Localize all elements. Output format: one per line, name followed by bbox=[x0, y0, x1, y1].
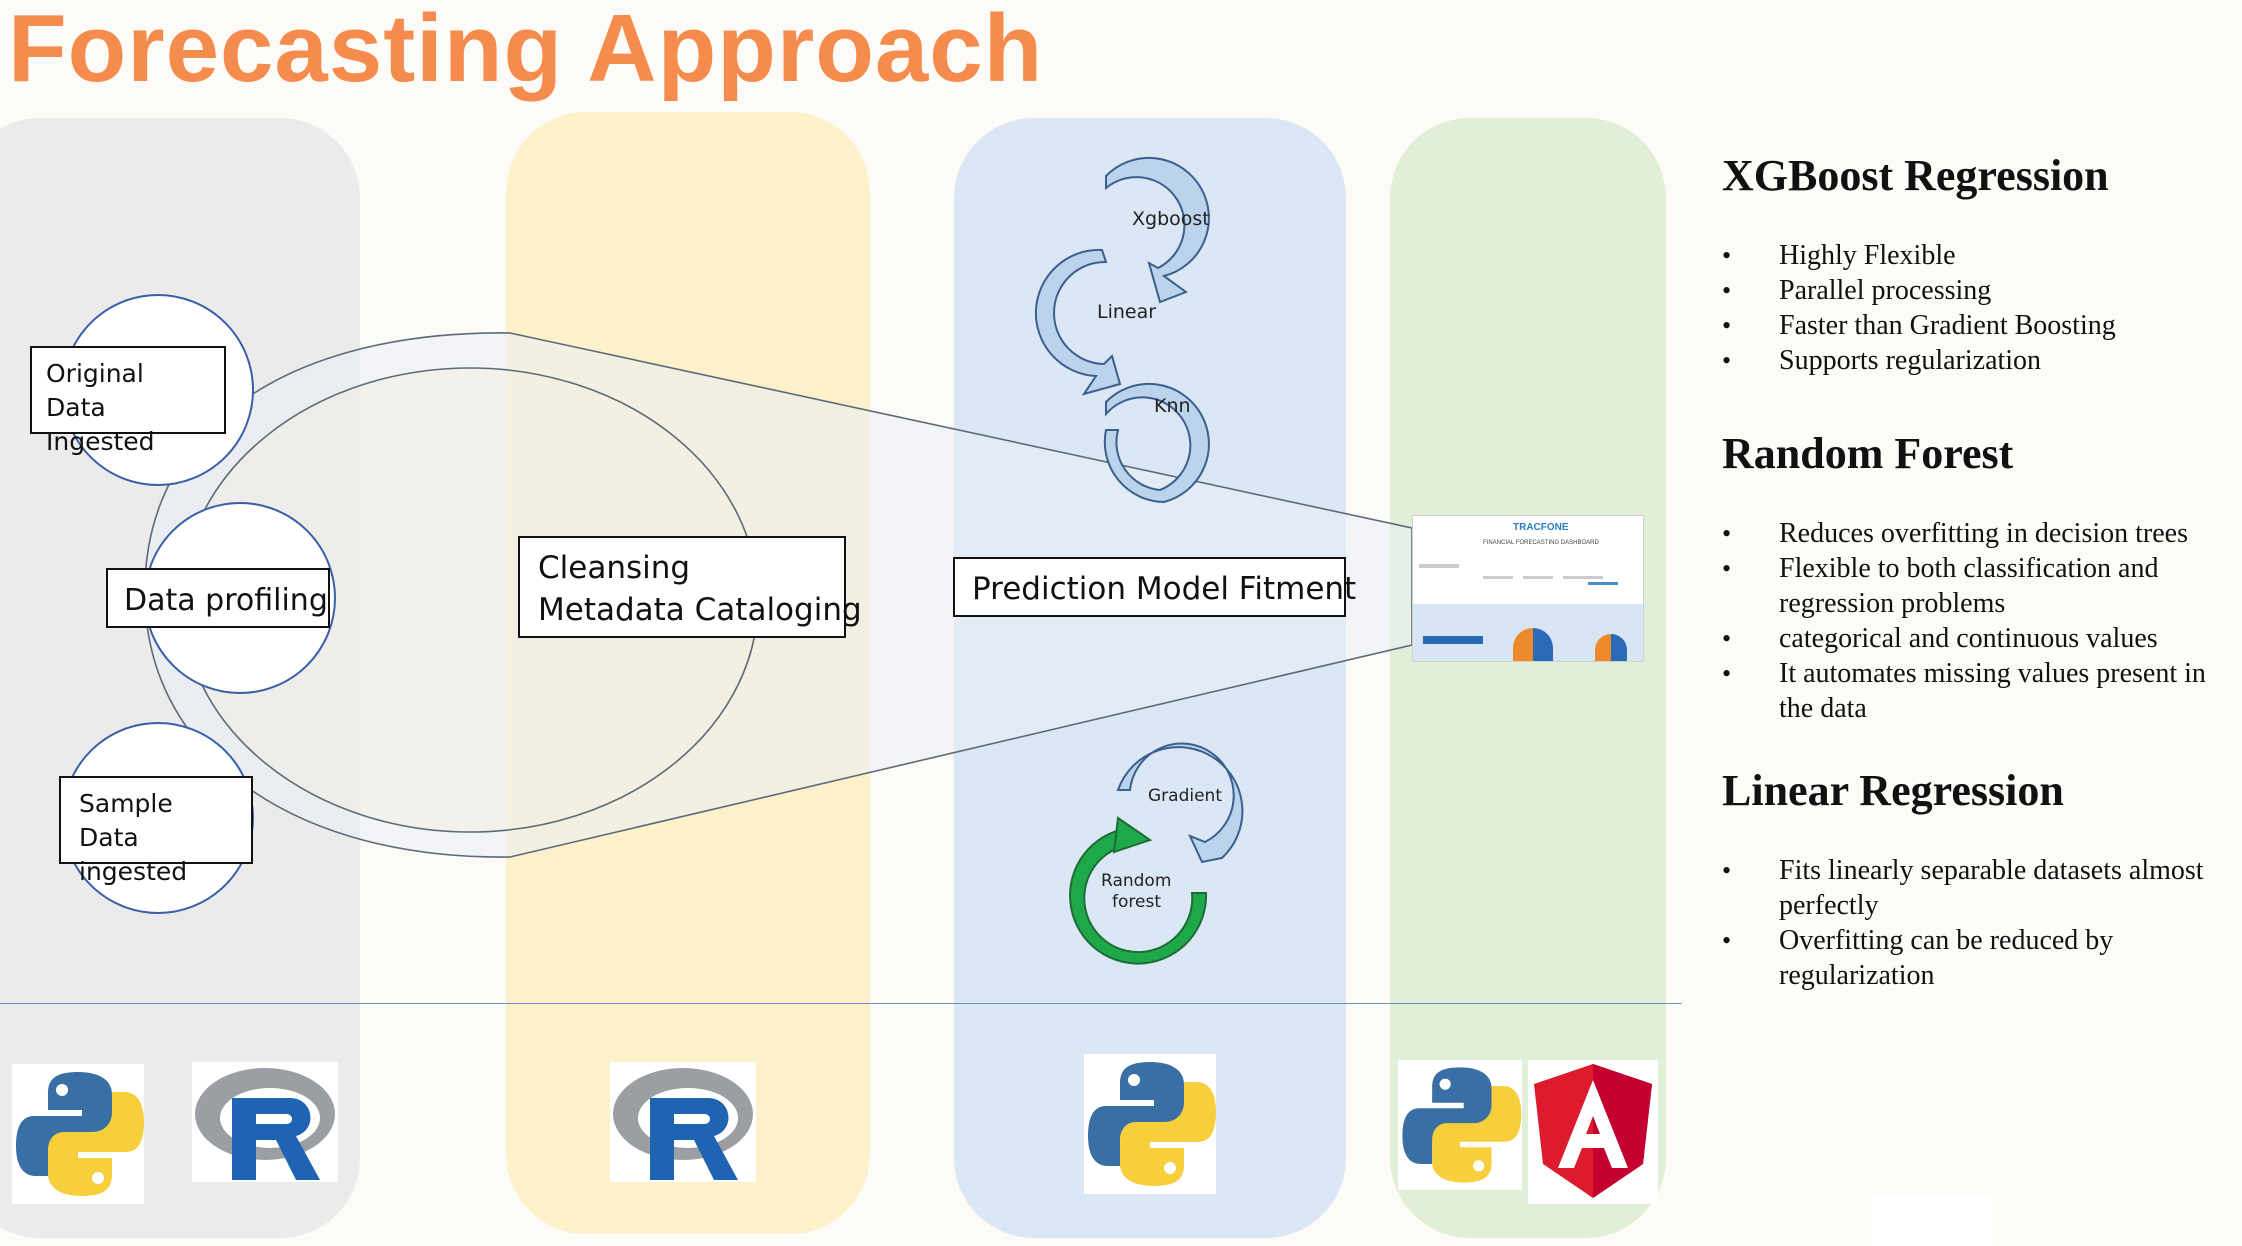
sample-data-text: Sample Data ingested bbox=[79, 789, 188, 886]
cycle-label-knn: Knn bbox=[1154, 395, 1191, 417]
list-xgboost: Highly Flexible Parallel processing Fast… bbox=[1722, 238, 2232, 378]
prediction-model-label: Prediction Model Fitment bbox=[953, 557, 1356, 617]
list-item: Parallel processing bbox=[1722, 273, 2232, 308]
list-item: Fits linearly separable datasets almost … bbox=[1722, 853, 2232, 923]
list-item: Reduces overfitting in decision trees bbox=[1722, 516, 2232, 551]
cleansing-text: Cleansing bbox=[538, 550, 691, 586]
blank-patch bbox=[1872, 1194, 1992, 1246]
angular-logo bbox=[1528, 1060, 1658, 1204]
dashboard-thumbnail: TRACFONE FINANCIAL FORECASTING DASHBOARD bbox=[1412, 515, 1644, 662]
dashboard-graphics bbox=[1413, 564, 1643, 661]
heading-linear-regression: Linear Regression bbox=[1722, 766, 2064, 815]
python-logo bbox=[1084, 1054, 1216, 1194]
list-item: Supports regularization bbox=[1722, 343, 2232, 378]
cycle-label-xgboost: Xgboost bbox=[1132, 208, 1210, 230]
gradient-arrow bbox=[1116, 742, 1244, 864]
list-random-forest: Reduces overfitting in decision trees Fl… bbox=[1722, 516, 2232, 726]
metadata-cataloging-text: Metadata Cataloging bbox=[538, 591, 862, 628]
list-item: Highly Flexible bbox=[1722, 238, 2232, 273]
list-linear-regression: Fits linearly separable datasets almost … bbox=[1722, 853, 2232, 993]
list-item: Overfitting can be reduced by regulariza… bbox=[1722, 923, 2232, 993]
cycle-label-gradient: Gradient bbox=[1148, 786, 1222, 806]
model-cycle-top bbox=[1035, 156, 1210, 504]
cycle-label-forest: forest bbox=[1112, 892, 1161, 912]
divider-line bbox=[0, 1003, 1682, 1004]
sample-data-label: Sample Data ingested bbox=[59, 776, 253, 886]
list-item: It automates missing values present in t… bbox=[1722, 656, 2232, 726]
python-logo bbox=[12, 1064, 144, 1204]
dashboard-brand: TRACFONE bbox=[1513, 522, 1569, 533]
data-profiling-text: Data profiling bbox=[124, 583, 328, 618]
r-logo bbox=[192, 1062, 338, 1182]
heading-xgboost: XGBoost Regression bbox=[1722, 151, 2109, 200]
original-data-text: Original Data Ingested bbox=[46, 359, 155, 456]
r-logo bbox=[610, 1062, 756, 1182]
heading-random-forest: Random Forest bbox=[1722, 429, 2014, 478]
cycle-label-linear: Linear bbox=[1097, 301, 1156, 323]
dashboard-title: FINANCIAL FORECASTING DASHBOARD bbox=[1483, 540, 1599, 546]
cycle-label-random: Random bbox=[1101, 871, 1171, 891]
cleansing-label: Cleansing Metadata Cataloging bbox=[518, 536, 862, 638]
list-item: Flexible to both classification and regr… bbox=[1722, 551, 2232, 621]
list-item: categorical and continuous values bbox=[1722, 621, 2232, 656]
data-profiling-label: Data profiling bbox=[106, 568, 330, 628]
prediction-model-text: Prediction Model Fitment bbox=[972, 571, 1357, 607]
list-item: Faster than Gradient Boosting bbox=[1722, 308, 2232, 343]
stage-column-dashboard bbox=[1390, 118, 1666, 1238]
original-data-label: Original Data Ingested bbox=[30, 346, 226, 456]
page-title: Forecasting Approach bbox=[8, 0, 1044, 102]
python-logo bbox=[1398, 1060, 1522, 1190]
